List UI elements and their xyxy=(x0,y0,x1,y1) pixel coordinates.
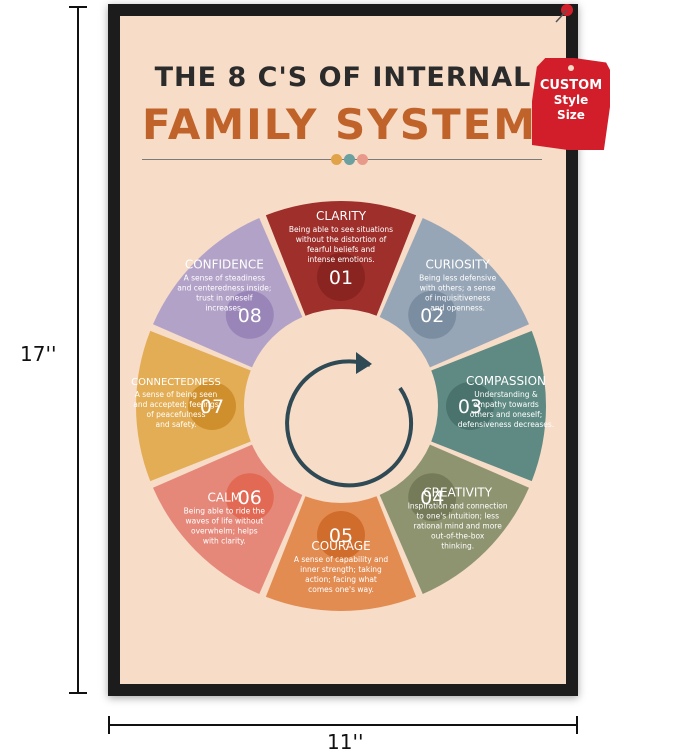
segment-description-line: Understanding & xyxy=(474,390,538,399)
segment-description-line: fearful beliefs and xyxy=(307,245,375,254)
segment-number-badge xyxy=(225,290,274,339)
segment-number: 06 xyxy=(238,487,262,509)
width-label: 11'' xyxy=(327,730,364,754)
divider-dot xyxy=(331,154,342,165)
segment-number-badge xyxy=(225,473,274,522)
segment-title: CURIOSITY xyxy=(426,257,491,271)
cycle-arrow-icon xyxy=(285,359,414,488)
segment-description-line: empathy towards xyxy=(473,400,539,409)
pushpin-icon xyxy=(555,4,573,23)
segment-description-line: and accepted; feelings xyxy=(133,400,218,409)
segment-number: 01 xyxy=(329,267,353,289)
height-dimension-cap-top xyxy=(69,6,87,8)
segment-description-line: out-of-the-box xyxy=(431,532,485,541)
segment-description-line: of inquisitiveness xyxy=(425,293,490,302)
segment-title: COMPASSION xyxy=(466,374,546,388)
segment-description-line: inner strength; taking xyxy=(300,565,382,574)
segment-number: 07 xyxy=(200,396,224,418)
segment-description-line: and centeredness inside; xyxy=(177,283,271,292)
tag-label: CUSTOM Style Size xyxy=(532,78,610,123)
height-dimension-line xyxy=(77,6,79,694)
segment-number-badge xyxy=(317,511,365,559)
segment-title: CLARITY xyxy=(316,209,367,223)
segment-number: 04 xyxy=(420,487,444,509)
poster-title-line1: THE 8 C'S OF INTERNAL xyxy=(154,62,532,93)
segment-description-line: Being less defensive xyxy=(419,273,496,282)
segment-number-badge xyxy=(408,290,457,339)
segment-description-line: A sense of being seen xyxy=(135,390,218,399)
tag-line3: Size xyxy=(557,108,585,122)
divider-dot xyxy=(344,154,355,165)
segment-description-line: and openness. xyxy=(430,303,485,312)
segment-title: CONNECTEDNESS xyxy=(131,377,221,388)
segment-description-line: overwhelm; helps xyxy=(191,527,258,536)
segment-number: 02 xyxy=(420,305,444,327)
segment-number-badge xyxy=(317,253,365,301)
poster-title-line2: FAMILY SYSTEMS xyxy=(142,100,566,149)
segment-description-line: A sense of steadiness xyxy=(184,273,265,282)
segment-description-line: comes one's way. xyxy=(308,585,374,594)
segment-description-line: Inspiration and connection xyxy=(408,502,508,511)
segment-description-line: thinking. xyxy=(441,542,474,551)
segment-number: 08 xyxy=(238,305,262,327)
arrowhead-icon xyxy=(356,352,372,374)
width-dimension-cap-right xyxy=(576,716,578,734)
segment-description-line: others and oneself; xyxy=(470,410,543,419)
segment-description-line: rational mind and more xyxy=(414,522,503,531)
segment-title: COURAGE xyxy=(311,539,370,553)
segment-description-line: and safety. xyxy=(156,420,197,429)
segment-number: 05 xyxy=(329,525,353,547)
segment-number-badge xyxy=(408,473,457,522)
segment-number: 03 xyxy=(458,396,482,418)
segment-description-line: action; facing what xyxy=(305,575,377,584)
segment-description-line: increases. xyxy=(205,303,243,312)
segment-description-line: with clarity. xyxy=(203,537,246,546)
segment-description-line: defensiveness decreases. xyxy=(458,420,554,429)
segment-description-line: Being able to ride the xyxy=(184,507,266,516)
segment-description-line: intense emotions. xyxy=(307,255,374,264)
segment-description-line: waves of life without xyxy=(185,517,263,526)
segment-description-line: with others; a sense xyxy=(420,283,496,292)
segment-description-line: of peacefulness xyxy=(147,410,206,419)
height-label: 17'' xyxy=(20,342,57,366)
segment-number-badge xyxy=(446,382,494,430)
segment-description-line: to one's intuition; less xyxy=(416,512,499,521)
segment-description-line: A sense of capability and xyxy=(294,555,389,564)
divider-dot xyxy=(357,154,368,165)
width-dimension-cap-left xyxy=(108,716,110,734)
segment-number-badge xyxy=(188,382,236,430)
custom-size-tag xyxy=(532,58,610,150)
segment-description-line: trust in oneself xyxy=(196,293,253,302)
tag-line2: Style xyxy=(553,93,589,107)
height-dimension-cap-bottom xyxy=(69,692,87,694)
width-dimension-line xyxy=(108,724,578,726)
segment-title: CALM xyxy=(208,491,242,505)
title-divider xyxy=(142,159,542,160)
segment-description-line: without the distortion of xyxy=(296,235,387,244)
segment-title: CONFIDENCE xyxy=(185,257,264,271)
tag-line1: CUSTOM xyxy=(539,78,603,93)
segment-description-line: Being able to see situations xyxy=(289,225,393,234)
segment-title: CREATIVITY xyxy=(423,486,493,500)
